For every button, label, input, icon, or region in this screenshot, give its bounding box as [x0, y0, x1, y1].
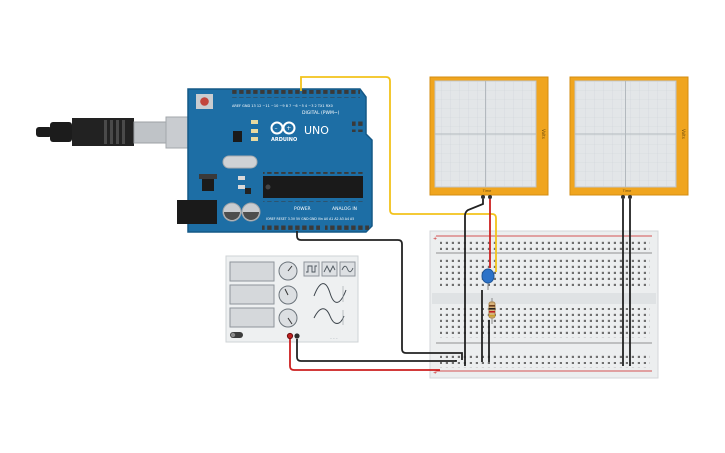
top-rail-positive[interactable] — [440, 238, 650, 244]
oscilloscope-1[interactable]: Volts Time — [429, 76, 549, 199]
oscilloscope-2[interactable]: Volts Time — [569, 76, 689, 199]
wire-black-fg-output[interactable] — [296, 339, 457, 362]
wire-black-scope1-gnd[interactable] — [464, 199, 484, 366]
ceramic-capacitor[interactable] — [481, 268, 495, 290]
oscilloscope-2-probe-neg[interactable] — [621, 195, 625, 199]
bottom-rail-negative[interactable] — [440, 354, 650, 360]
wire-yellow-signal[interactable] — [300, 76, 497, 272]
fg-knob-frequency[interactable] — [278, 261, 298, 281]
square-wave-icon — [306, 265, 317, 273]
fg-output-negative-terminal[interactable] — [294, 333, 300, 339]
oscilloscope-2-probe-pos[interactable] — [628, 195, 632, 199]
power-pin-labels: IOREF RESET 3.3V 5V GND GND Vin A0 A1 A2… — [266, 217, 354, 221]
square-wave-button[interactable] — [303, 261, 320, 277]
breadboard[interactable]: + + — [429, 230, 659, 379]
arduino-logo: – + — [270, 121, 296, 135]
analog-header[interactable] — [325, 223, 369, 231]
atmega-chip — [263, 172, 363, 202]
terminal-strip-upper[interactable] — [440, 258, 650, 288]
oscilloscope-2-axis-label: Volts — [681, 129, 686, 139]
fg-knob-amplitude[interactable] — [278, 285, 298, 305]
fg-output-positive-terminal[interactable] — [286, 332, 294, 340]
sine-wave-icon — [341, 265, 354, 273]
top-rail-negative[interactable] — [440, 245, 650, 251]
resistor[interactable] — [488, 298, 496, 324]
arduino-uno-board[interactable]: AREF GND 13 12 ~11 ~10 ~9 8 7 ~6 ~5 4 ~3… — [177, 88, 373, 233]
oscilloscope-1-time-label: Time — [482, 189, 492, 193]
digital-header[interactable] — [232, 90, 360, 98]
sine-wave-button[interactable] — [339, 261, 356, 277]
digital-header-label: DIGITAL (PWM~) — [302, 110, 340, 116]
triangle-wave-button[interactable] — [321, 261, 338, 277]
fg-display-3 — [229, 307, 275, 328]
voltage-regulator — [202, 177, 214, 191]
arduino-model: UNO — [304, 124, 329, 137]
wire-black-arduino-gnd[interactable] — [296, 231, 463, 360]
fg-sine-preview-2 — [313, 308, 345, 324]
fg-display-1 — [229, 261, 275, 282]
oscilloscope-1-probe-pos[interactable] — [488, 195, 492, 199]
svg-text:+: + — [433, 236, 437, 242]
header-pin-labels: AREF GND 13 12 ~11 ~10 ~9 8 7 ~6 ~5 4 ~3… — [232, 104, 333, 108]
led-l — [251, 120, 258, 124]
power-header-label: POWER — [294, 206, 311, 212]
capacitor-right — [241, 202, 261, 222]
analog-header-label: ANALOG IN — [332, 206, 357, 212]
icsp-header — [352, 120, 364, 132]
power-header[interactable] — [262, 223, 320, 231]
reset-button[interactable] — [196, 94, 213, 109]
usb-cable[interactable] — [36, 116, 191, 149]
dc-power-jack[interactable] — [177, 200, 217, 224]
svg-text:–: – — [275, 125, 278, 132]
bottom-rail-positive[interactable] — [440, 362, 650, 368]
triangle-wave-icon — [323, 264, 336, 274]
led-tx — [251, 129, 258, 133]
svg-text:+: + — [433, 370, 437, 376]
capacitor-left — [222, 202, 242, 222]
oscilloscope-1-axis-label: Volts — [541, 129, 546, 139]
fg-terminal-label: ‒ ‒ ‒ — [330, 336, 338, 340]
fg-knob-offset[interactable] — [278, 308, 298, 328]
crystal-oscillator — [222, 155, 258, 169]
fg-power-switch[interactable] — [230, 332, 243, 338]
led-rx — [251, 137, 258, 141]
svg-text:+: + — [286, 125, 291, 132]
terminal-strip-lower[interactable] — [440, 308, 650, 338]
fg-display-2 — [229, 284, 275, 305]
oscilloscope-1-probe-neg[interactable] — [481, 195, 485, 199]
oscilloscope-2-time-label: Time — [622, 189, 632, 193]
arduino-brand: ARDUINO — [271, 137, 297, 143]
function-generator[interactable]: ‒ ‒ ‒ — [225, 255, 359, 343]
wire-red-fg-output[interactable] — [289, 339, 440, 371]
fg-sine-preview-1 — [313, 283, 347, 303]
